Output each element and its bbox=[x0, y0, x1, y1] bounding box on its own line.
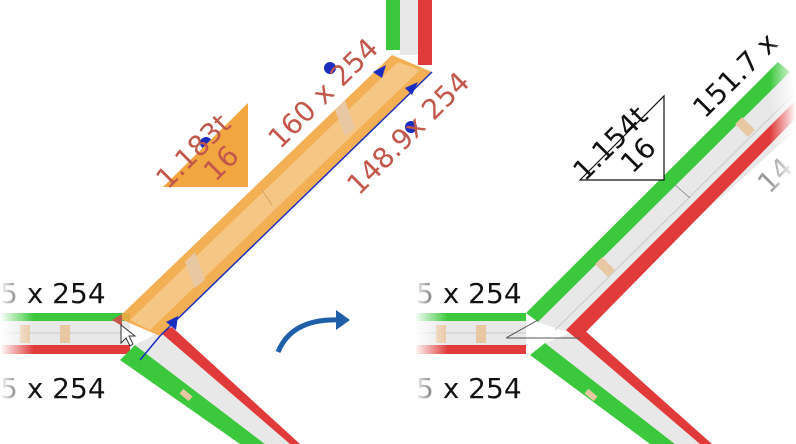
diagonal-beam-lower[interactable] bbox=[120, 327, 300, 444]
grip-handle[interactable] bbox=[405, 121, 417, 133]
vertical-beam-before[interactable] bbox=[386, 0, 432, 65]
roof-tag-after[interactable]: 1.154t 16 bbox=[566, 94, 665, 187]
diagonal-beam-lower-after[interactable] bbox=[530, 328, 712, 444]
end-grip-icon[interactable] bbox=[112, 314, 122, 326]
roof-tag-before[interactable]: 1.183t 16 bbox=[149, 103, 248, 195]
grip-handle[interactable] bbox=[324, 62, 336, 74]
selected-beam[interactable] bbox=[118, 55, 433, 361]
before-view: 1.183t 16 160 x 254 148.9x 254 5 x 254 5… bbox=[0, 0, 476, 444]
diagonal-beam-after[interactable] bbox=[526, 62, 796, 340]
end-grip-icon[interactable] bbox=[373, 65, 386, 78]
end-grip-icon[interactable] bbox=[166, 316, 178, 330]
end-grip-icon[interactable] bbox=[405, 82, 418, 95]
curved-arrow-right-icon bbox=[275, 317, 341, 354]
after-view: 1.154t 16 151.7 x 14 5 x 254 5 x 254 bbox=[414, 0, 796, 444]
mouse-pointer-icon bbox=[120, 323, 137, 347]
